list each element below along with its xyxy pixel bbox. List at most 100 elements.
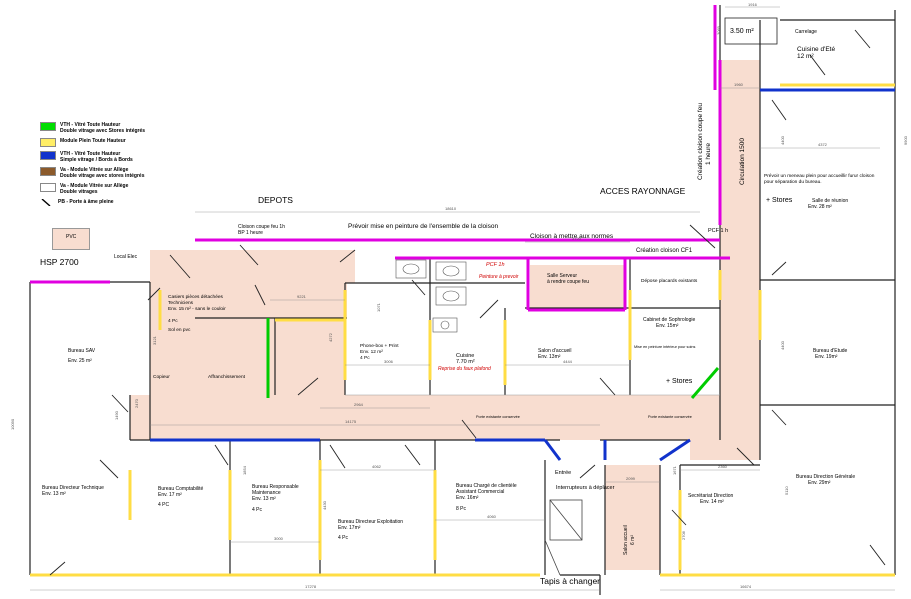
dim-text: 3121 bbox=[152, 335, 157, 345]
label-casiers-4: 4 Pc bbox=[168, 318, 178, 324]
entrance bbox=[544, 499, 583, 576]
label-pcf-1: PCF 1h bbox=[486, 262, 505, 268]
label-porte-2: Porte existante conservée bbox=[648, 415, 692, 419]
label-creation-cf-1: Création cloison coupe feu bbox=[697, 103, 704, 180]
label-cuisine-ete-2: 12 m² bbox=[797, 53, 814, 60]
label-secretariat-1: Secrétariat Direction bbox=[688, 493, 734, 499]
label-salle-serveur-1: Salle Serveur bbox=[547, 273, 577, 279]
dim-text: 14175 bbox=[345, 419, 357, 424]
label-reprise: Reprise du faux plafond bbox=[438, 366, 491, 372]
label-surface-top: 3.50 m² bbox=[730, 28, 754, 35]
label-copieur: Copieur bbox=[153, 374, 170, 380]
yellow-modules bbox=[30, 83, 895, 577]
label-exploit-2: Env. 17m² bbox=[338, 525, 361, 531]
label-circulation: Circulation 1500 bbox=[739, 138, 746, 185]
dim-text: 1490 bbox=[114, 410, 119, 420]
label-salon-accueil-2: Env. 13m² bbox=[538, 354, 561, 360]
legend-item: Module Plein Toute Hauteur bbox=[40, 138, 180, 147]
dim-text: 3069 bbox=[716, 25, 721, 35]
label-bureau-etude-1: Bureau d'Etude bbox=[813, 348, 848, 354]
legend-title: VTH - Vitré Toute Hauteur bbox=[60, 122, 121, 128]
label-sophro-note: Mise en peinture intérieur pour soins bbox=[634, 345, 696, 349]
legend-swatch bbox=[40, 151, 56, 160]
label-phone-3: 4 Pc bbox=[360, 355, 370, 361]
dim-text: 1671 bbox=[672, 465, 677, 475]
label-bureau-sav-1: Bureau SAV bbox=[68, 348, 96, 354]
legend-title: Va - Module Vitrée sur Allège bbox=[60, 167, 129, 173]
label-cuisine-1: Cuisine bbox=[456, 353, 474, 359]
dim-text: 4430 bbox=[322, 500, 327, 510]
legend-swatch bbox=[40, 138, 56, 147]
label-exploit-3: 4 Pc bbox=[338, 535, 349, 541]
dim-text: 1960 bbox=[734, 82, 744, 87]
label-sophro-2: Env. 15m² bbox=[656, 323, 679, 329]
dim-text: 3006 bbox=[384, 359, 394, 364]
label-sophro-1: Cabinet de Sophrologie bbox=[643, 317, 695, 323]
dim-text: 9900 bbox=[903, 135, 908, 145]
legend-swatch bbox=[40, 183, 56, 192]
dim-text: 2706 bbox=[681, 530, 686, 540]
dim-text: 5110 bbox=[784, 486, 789, 495]
legend-sub: Double vitrage avec stores intégrés bbox=[60, 173, 145, 179]
label-hsp: HSP 2700 bbox=[40, 257, 79, 267]
legend-title: Module Plein Toute Hauteur bbox=[60, 138, 126, 144]
dim-text: 4060 bbox=[487, 514, 497, 519]
label-bureau-sav-2: Env. 25 m² bbox=[68, 358, 92, 364]
label-maint-3: Env. 13 m² bbox=[252, 496, 276, 502]
dim-text: 9221 bbox=[297, 294, 307, 299]
legend-title: Va - Module Vitrée sur Allège bbox=[60, 183, 129, 189]
legend-sub: Simple vitrage / Bords à Bords bbox=[60, 157, 133, 163]
label-salle-reunion-1: Salle de réunion bbox=[812, 198, 848, 204]
label-interrupteurs: Interrupteurs à déplacer bbox=[556, 485, 615, 491]
label-secretariat-2: Env. 14 m² bbox=[700, 499, 724, 505]
label-salle-reunion-2: Env. 28 m² bbox=[808, 204, 832, 210]
label-peinture: Prévoir mise en peinture de l'ensemble d… bbox=[348, 223, 498, 230]
dim-text: 4272 bbox=[328, 332, 333, 342]
label-pcf-2: PCF 1 h bbox=[708, 228, 728, 234]
label-cuisine-2: 7.70 m² bbox=[456, 359, 475, 365]
dim-text: 2099 bbox=[626, 476, 636, 481]
sanitary-fixtures bbox=[395, 259, 467, 333]
dim-text: 2360 bbox=[718, 464, 728, 469]
legend-title: PB - Porte à âme pleine bbox=[58, 199, 114, 205]
label-salon-accueil-1: Salon d'accueil bbox=[538, 348, 571, 354]
floor-fill bbox=[52, 60, 760, 570]
pvc-label: PVC bbox=[66, 234, 77, 240]
label-dir-tech-2: Env. 13 m² bbox=[42, 491, 66, 497]
label-salon-acc-v-2: 6 m² bbox=[630, 535, 636, 545]
labels: HSP 2700 DEPOTS ACCES RAYONNAGE Prévoir … bbox=[40, 28, 875, 586]
label-depots: DEPOTS bbox=[258, 195, 293, 205]
dim-text: 10090 bbox=[10, 418, 15, 430]
dim-text: 4062 bbox=[372, 464, 382, 469]
dim-text: 4372 bbox=[818, 142, 828, 147]
dimension-lines bbox=[30, 6, 895, 591]
legend-swatch bbox=[40, 167, 56, 176]
label-affranchissement: Affranchissement bbox=[208, 374, 246, 380]
label-local-elec: Local Elec bbox=[114, 254, 138, 260]
dim-text: 2964 bbox=[354, 402, 364, 407]
dim-text: 4400 bbox=[780, 340, 785, 350]
legend-swatch bbox=[40, 122, 56, 131]
label-tapis: Tapis à changer bbox=[540, 576, 600, 586]
label-cloison-normes: Cloison à mettre aux normes bbox=[530, 233, 614, 240]
label-porte-1: Porte existante conservée bbox=[476, 415, 520, 419]
label-compta-2: Env. 17 m² bbox=[158, 492, 182, 498]
dim-text: 4400 bbox=[780, 135, 785, 145]
label-cuisine-ete-1: Cuisine d'Eté bbox=[797, 46, 835, 53]
dim-text: 4444 bbox=[563, 359, 573, 364]
label-stores-2: + Stores bbox=[666, 378, 693, 385]
label-charge-1: Bureau Chargé de clientèle bbox=[456, 483, 517, 489]
label-salon-acc-v-1: Salon accueil bbox=[623, 525, 629, 555]
label-acces: ACCES RAYONNAGE bbox=[600, 186, 686, 196]
dim-text: 3000 bbox=[274, 536, 284, 541]
label-meneau-2: pour séparation du bureau. bbox=[764, 179, 822, 185]
dim-text: 1071 bbox=[376, 302, 381, 312]
label-dir-gen-2: Env. 29m² bbox=[808, 480, 831, 486]
label-creation-cf1: Création cloison CF1 bbox=[636, 248, 693, 254]
blue-glazing bbox=[150, 88, 895, 462]
